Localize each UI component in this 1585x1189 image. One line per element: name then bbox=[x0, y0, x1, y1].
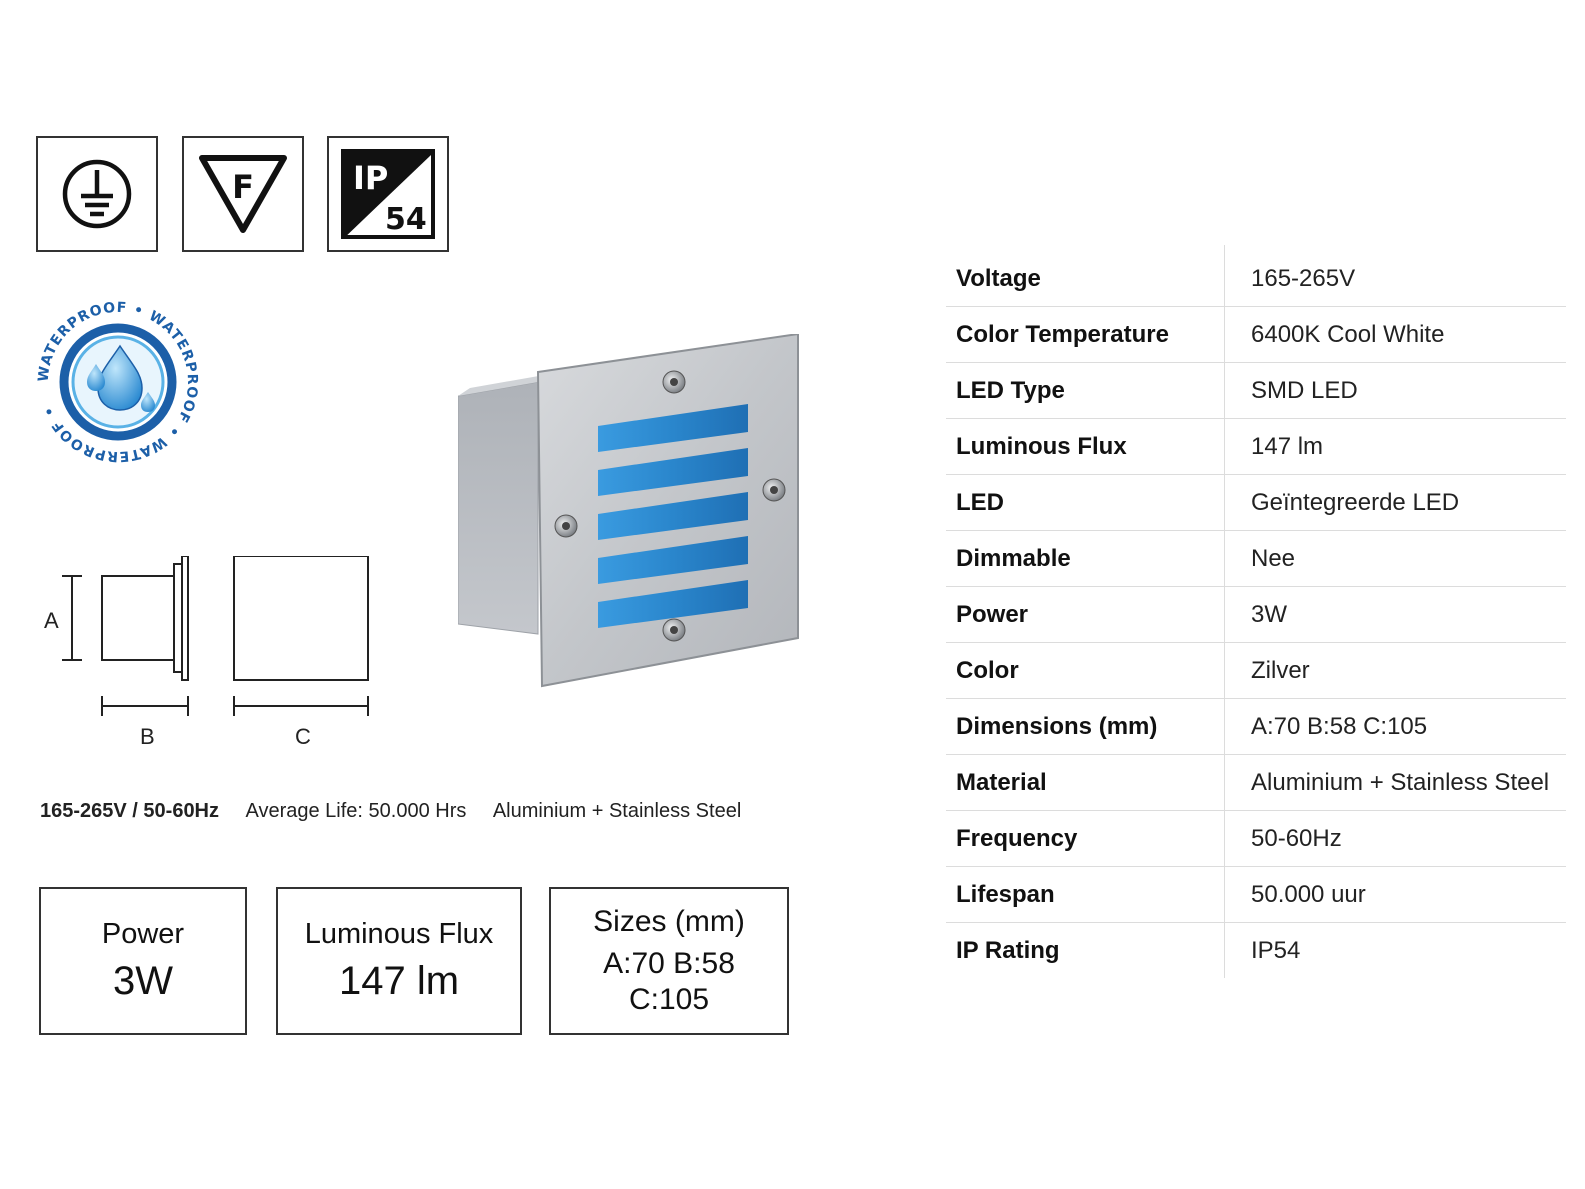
material-text: Aluminium + Stainless Steel bbox=[492, 800, 742, 822]
voltage-frequency-text: 165-265V / 50-60Hz bbox=[40, 800, 220, 822]
spec-key: Color bbox=[946, 642, 1225, 699]
luminous-flux-box: Luminous Flux 147 lm bbox=[276, 887, 522, 1035]
spec-value: SMD LED bbox=[1224, 362, 1566, 419]
spec-key: IP Rating bbox=[946, 922, 1225, 978]
power-box-title: Power bbox=[101, 918, 185, 950]
specs-line: 165-265V / 50-60Hz Average Life: 50.000 … bbox=[40, 800, 840, 823]
f-mark-cert: F bbox=[182, 136, 304, 252]
spec-key: Dimensions (mm) bbox=[946, 698, 1225, 755]
spec-key: Dimmable bbox=[946, 530, 1225, 587]
screw-bottom-icon bbox=[662, 618, 686, 642]
average-life-text: Average Life: 50.000 Hrs bbox=[245, 800, 467, 822]
earth-ground-cert bbox=[36, 136, 158, 252]
spec-value: IP54 bbox=[1251, 936, 1301, 964]
spec-value: 147 lm bbox=[1224, 418, 1566, 475]
spec-row: Dimensions (mm)A:70 B:58 C:105 bbox=[946, 698, 1566, 755]
spec-key: Luminous Flux bbox=[946, 418, 1225, 475]
f-triangle-icon: F bbox=[199, 155, 287, 233]
spec-value: Geïntegreerde LED bbox=[1224, 474, 1566, 531]
earth-ground-icon bbox=[62, 159, 132, 229]
ip-top-text: IP bbox=[353, 159, 388, 197]
spec-key: Voltage bbox=[946, 245, 1225, 307]
spec-key: Color Temperature bbox=[946, 306, 1225, 363]
ip-bottom-text: 54 bbox=[385, 202, 427, 237]
spec-value: A:70 B:58 C:105 bbox=[1224, 698, 1566, 755]
spec-key: Power bbox=[946, 586, 1225, 643]
spec-value: 50.000 uur bbox=[1224, 866, 1566, 923]
spec-key: LED Type bbox=[946, 362, 1225, 419]
spec-value: 50-60Hz bbox=[1224, 810, 1566, 867]
dim-label-c: C bbox=[295, 724, 311, 749]
spec-key: LED bbox=[946, 474, 1225, 531]
dimension-drawing: A B C bbox=[44, 556, 369, 749]
spec-value: Zilver bbox=[1224, 642, 1566, 699]
sizes-box: Sizes (mm) A:70 B:58 C:105 bbox=[549, 887, 789, 1035]
power-box-value: 3W bbox=[113, 959, 173, 1003]
f-mark-text: F bbox=[232, 168, 254, 206]
dim-label-b: B bbox=[140, 724, 155, 749]
flux-box-title: Luminous Flux bbox=[304, 918, 494, 950]
spec-value: 6400K Cool White bbox=[1224, 306, 1566, 363]
spec-key: Material bbox=[946, 754, 1225, 811]
screw-top-icon bbox=[662, 370, 686, 394]
sizes-box-line2: C:105 bbox=[628, 983, 710, 1016]
sizes-box-title: Sizes (mm) bbox=[593, 905, 745, 938]
product-image bbox=[458, 334, 799, 688]
spec-key: Lifespan bbox=[946, 866, 1225, 923]
spec-row: IP Rating IP54 bbox=[946, 922, 1566, 978]
screw-right-icon bbox=[762, 478, 786, 502]
spec-key: Frequency bbox=[946, 810, 1225, 867]
ip54-icon: IP 54 bbox=[341, 149, 435, 239]
spec-value: Nee bbox=[1224, 530, 1566, 587]
power-box: Power 3W bbox=[39, 887, 247, 1035]
spec-value: Aluminium + Stainless Steel bbox=[1224, 754, 1566, 811]
spec-value: 3W bbox=[1224, 586, 1566, 643]
ip54-cert: IP 54 bbox=[327, 136, 449, 252]
flux-box-value: 147 lm bbox=[338, 959, 460, 1003]
dim-label-a: A bbox=[44, 608, 59, 633]
sizes-box-line1: A:70 B:58 bbox=[603, 947, 735, 980]
spec-value: 165-265V bbox=[1224, 245, 1566, 307]
screw-left-icon bbox=[554, 514, 578, 538]
waterproof-badge-icon: WATERPROOF • WATERPROOF • WATERPROOF • bbox=[36, 300, 200, 464]
